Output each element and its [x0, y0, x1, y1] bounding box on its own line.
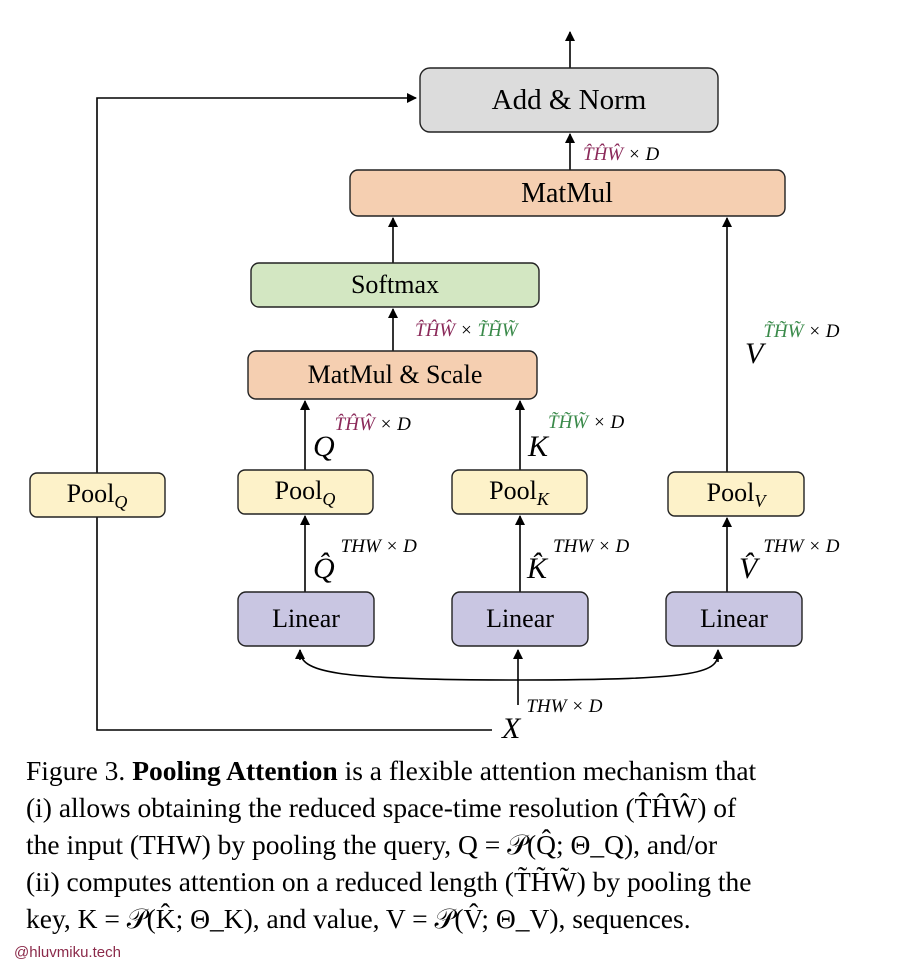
caption-line-1: Figure 3. Pooling Attention is a flexibl… — [26, 752, 896, 789]
caption-bold-title: Pooling Attention — [132, 755, 338, 786]
watermark: @hluvmiku.tech — [14, 944, 121, 961]
skip-connection — [96, 93, 492, 731]
caption-line-2: (i) allows obtaining the reduced space-t… — [26, 792, 737, 823]
linear-k-label: Linear — [486, 604, 554, 633]
q-label: QT̂ĤŴ × D — [313, 413, 411, 463]
pool-k-label: PoolK — [489, 476, 550, 509]
pool-k-box — [451, 469, 588, 515]
pool-q-label: PoolQ — [275, 476, 336, 509]
add-norm-label: Add & Norm — [492, 84, 647, 116]
pool-q-box — [237, 469, 374, 515]
matmul-scale-box — [247, 350, 538, 400]
pool-q-skip-label: PoolQ — [67, 479, 128, 512]
linear-q-label: Linear — [272, 604, 340, 633]
caption-line-4: (ii) computes attention on a reduced len… — [26, 866, 752, 897]
caption-line-1-rest: is a flexible attention mechanism that — [337, 755, 757, 786]
x-branch-curve — [299, 649, 719, 681]
x-input-label: XTHW × D — [501, 696, 603, 745]
softmax-box — [250, 262, 540, 308]
pool-v-label: PoolV — [707, 478, 768, 511]
v-label: VT̃H̃W̃ × D — [745, 321, 840, 370]
caption-prefix: Figure 3. — [26, 755, 133, 786]
caption-line-3: the input (THW) by pooling the query, Q … — [26, 829, 718, 860]
edges — [96, 31, 732, 731]
pool-v-box — [667, 471, 805, 517]
boxes — [29, 67, 805, 647]
v-hat-label: V̂THW × D — [739, 536, 840, 585]
k-hat-label: K̂THW × D — [526, 536, 629, 585]
linear-q-box — [237, 591, 375, 647]
figure-caption: Figure 3. Pooling Attention is a flexibl… — [26, 752, 896, 937]
matmul-scale-label: MatMul & Scale — [308, 360, 483, 389]
linear-v-box — [665, 591, 803, 647]
linear-v-label: Linear — [700, 604, 768, 633]
add-norm-box — [419, 67, 719, 133]
softmax-label: Softmax — [351, 270, 439, 299]
matmul-box — [349, 169, 786, 217]
attention-dim-label: T̂ĤŴ × T̃H̃W̃ — [415, 319, 520, 341]
k-label: KT̃H̃W̃ × D — [527, 412, 624, 463]
pool-q-skip-box — [29, 472, 166, 518]
caption-line-5: key, K = 𝒫(K̂; Θ_K), and value, V = 𝒫(V̂… — [26, 903, 691, 934]
linear-k-box — [451, 591, 589, 647]
matmul-label: MatMul — [521, 178, 613, 209]
output-dim-label: T̂ĤŴ × D — [583, 143, 659, 165]
q-hat-label: Q̂THW × D — [313, 536, 417, 585]
